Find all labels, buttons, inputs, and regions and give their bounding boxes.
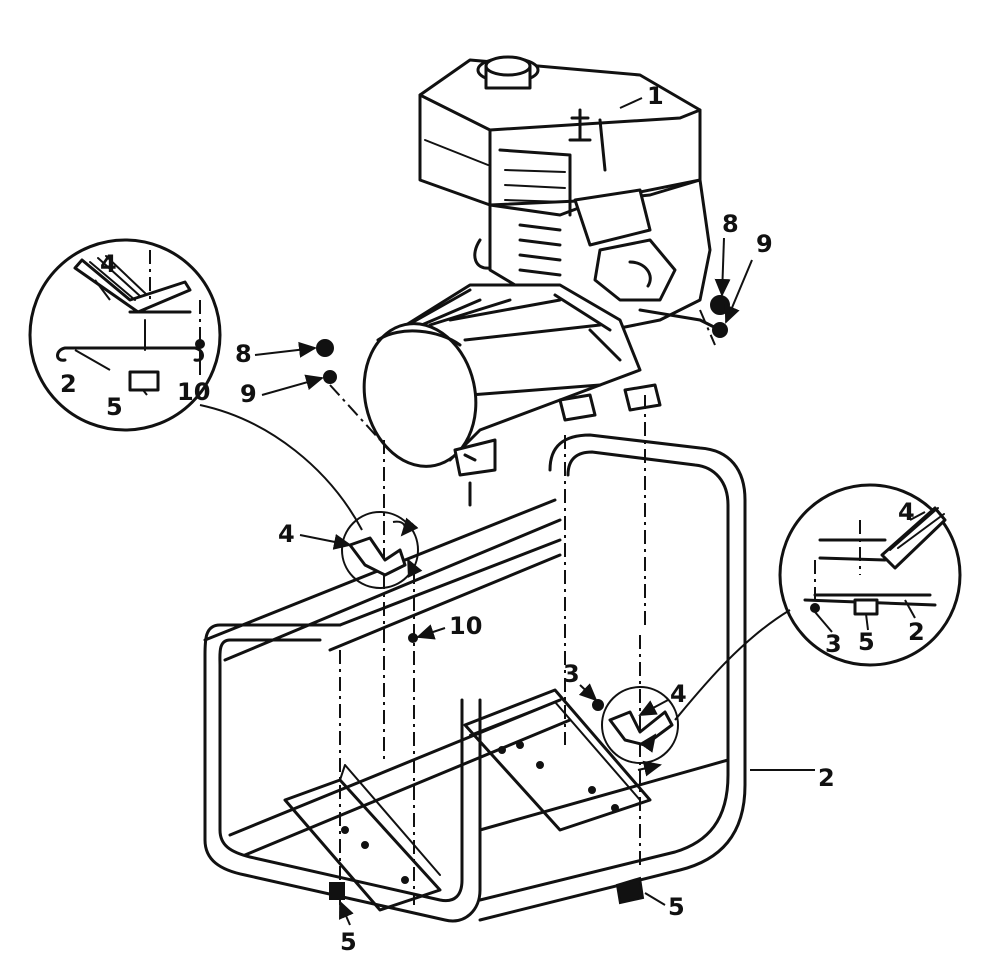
callout-10-detail-left: 10: [177, 378, 210, 406]
leader-lines: [74, 97, 926, 926]
callout-4-detail-left: 4: [100, 250, 117, 278]
callouts: 1 8 9 8 9 4 10 3 4 2 5 5 4 2 5 10 4 3 5 …: [60, 82, 925, 956]
mount-bracket-right: [601, 686, 679, 777]
fasteners: [316, 295, 730, 905]
generator: [362, 283, 662, 507]
callout-3-detail-right: 3: [825, 630, 842, 658]
callout-2-detail-right: 2: [908, 618, 925, 646]
callout-1: 1: [647, 82, 664, 110]
callout-5-bottom-right: 5: [668, 893, 685, 921]
mount-bracket-left: [341, 511, 423, 589]
callout-3: 3: [563, 660, 580, 688]
callout-9-right: 9: [756, 230, 773, 258]
callout-4-bracket-right: 4: [670, 680, 687, 708]
callout-8-right: 8: [722, 210, 739, 238]
callout-4-bracket-left: 4: [278, 520, 295, 548]
callout-5-detail-left: 5: [106, 393, 123, 421]
callout-2-detail-left: 2: [60, 370, 77, 398]
callout-4-detail-right: 4: [898, 498, 915, 526]
callout-2-frame: 2: [818, 764, 835, 792]
detail-view-right: [674, 483, 962, 721]
callout-5-bottom-left: 5: [340, 928, 357, 956]
callout-9-left: 9: [240, 380, 257, 408]
frame: [203, 433, 747, 923]
callout-10: 10: [449, 612, 482, 640]
callout-8-left: 8: [235, 340, 252, 368]
engine: [418, 55, 722, 332]
callout-5-detail-right: 5: [858, 628, 875, 656]
